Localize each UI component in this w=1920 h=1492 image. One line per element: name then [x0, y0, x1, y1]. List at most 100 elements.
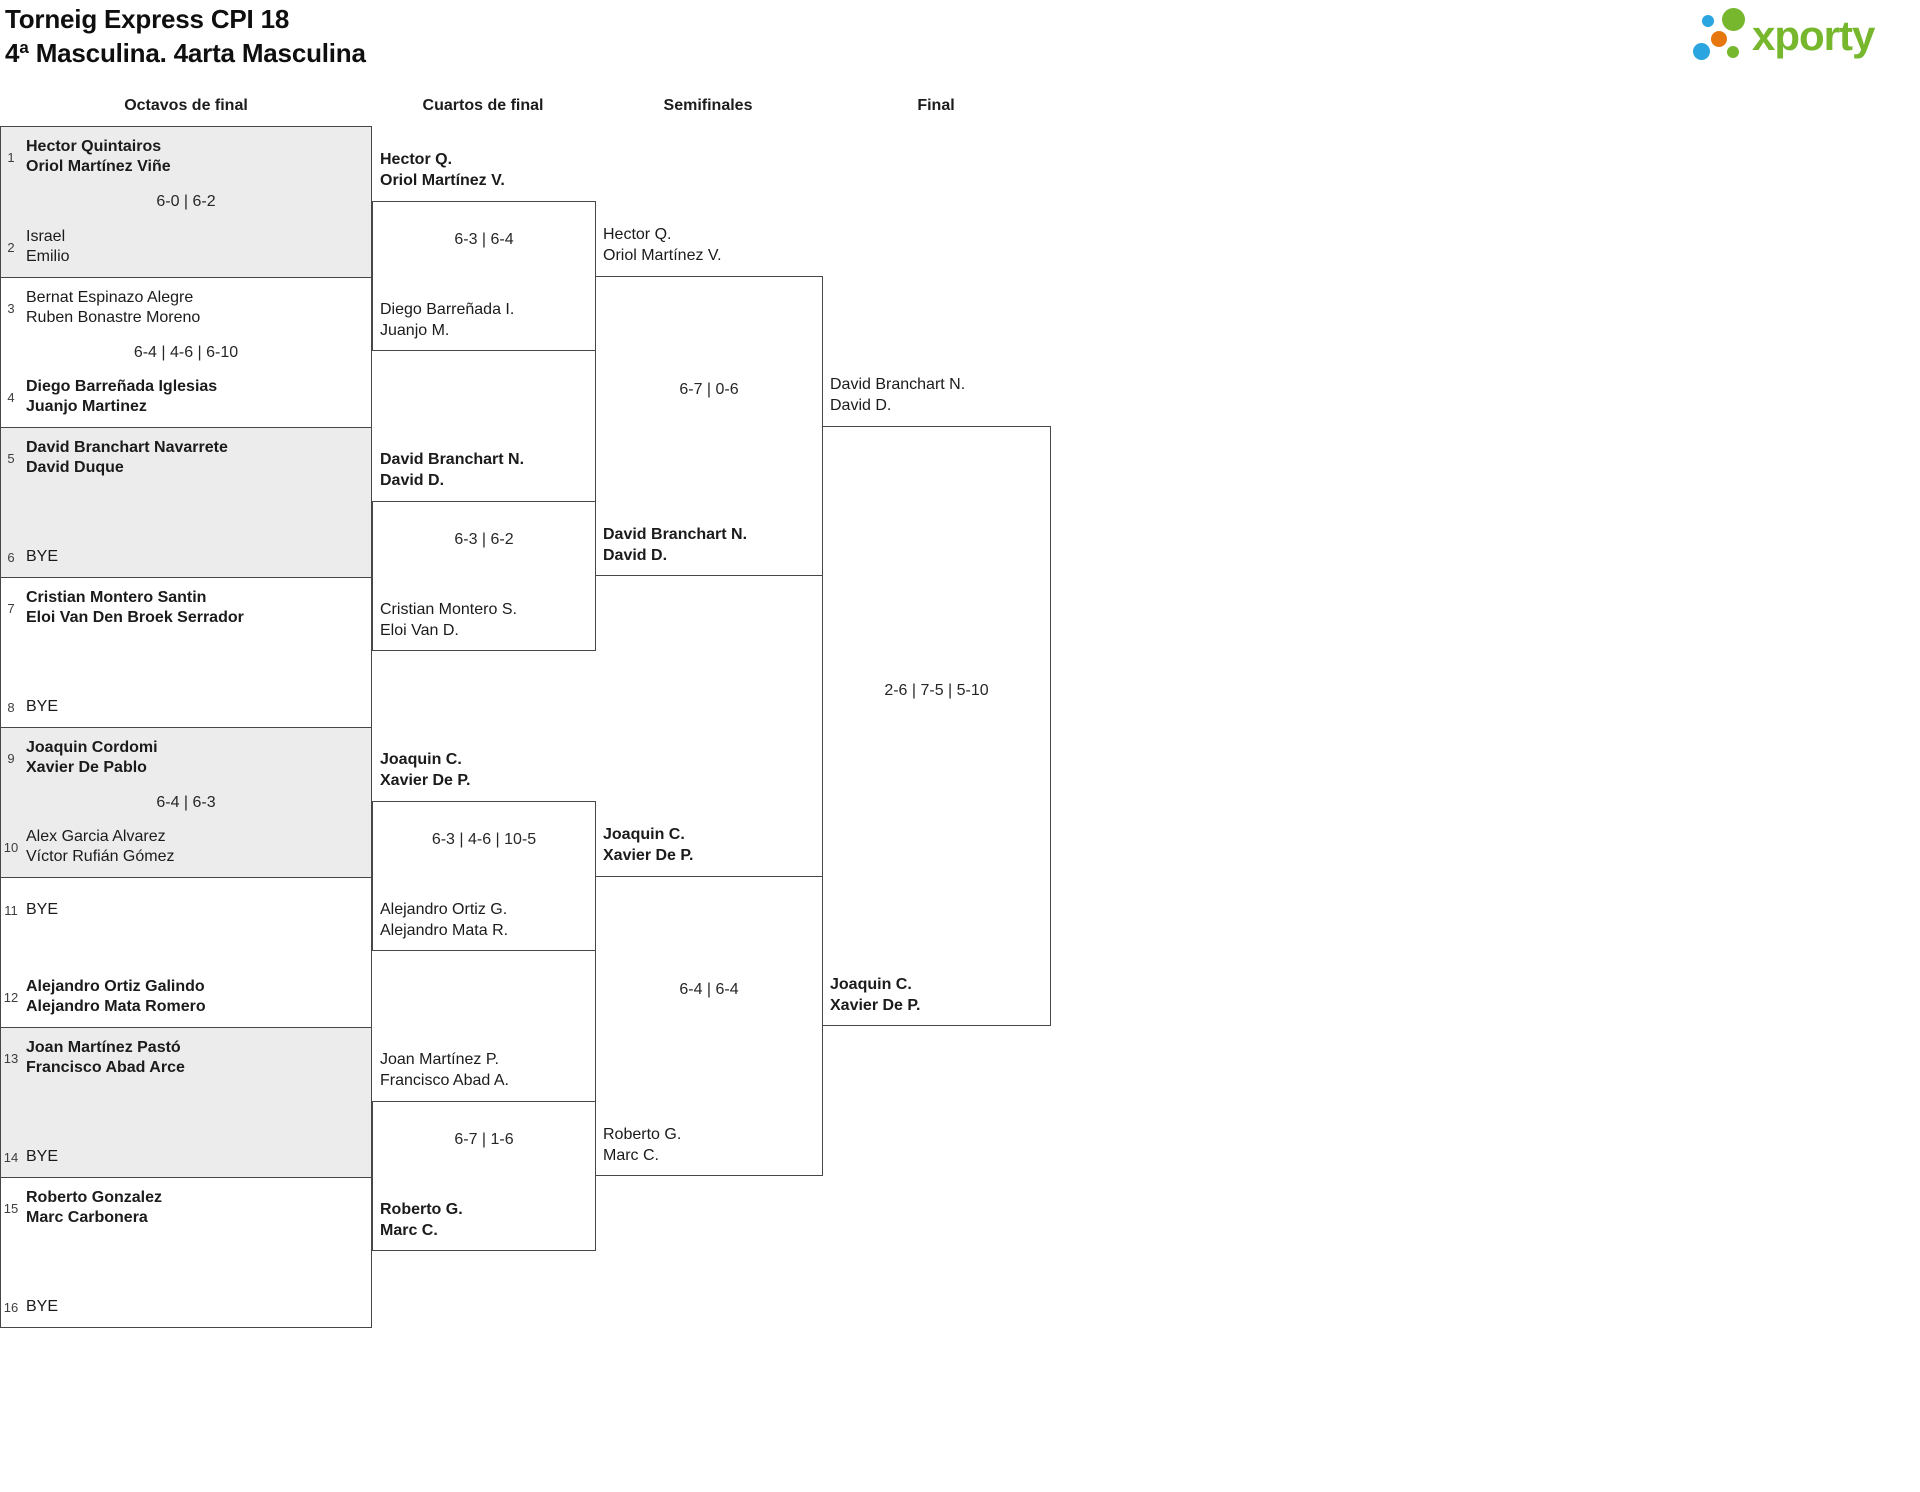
tournament-title: Torneig Express CPI 18: [5, 4, 290, 34]
player-name: Víctor Rufián Gómez: [26, 848, 175, 865]
player-name: Roberto Gonzalez: [26, 1189, 163, 1206]
player-name: Joan Martínez P.: [380, 1051, 499, 1068]
match-score: 6-0 | 6-2: [156, 193, 216, 210]
player-name: Emilio: [26, 248, 70, 265]
team-names: BYE: [26, 547, 58, 567]
seed-number: 15: [3, 1200, 19, 1216]
sf2-team-bottom: Roberto G. Marc C.: [603, 1124, 681, 1166]
sf2-team-top: Joaquin C. Xavier De P.: [603, 824, 693, 866]
match-final-box: [822, 426, 1051, 1026]
player-name: Xavier De P.: [830, 997, 921, 1014]
player-name: Alex Garcia Alvarez: [26, 828, 166, 845]
round-header-semifinales: Semifinales: [663, 97, 753, 114]
team-slot: 8 BYE: [1, 697, 58, 717]
seed-number: 12: [3, 989, 19, 1005]
final-team-top: David Branchart N. David D.: [830, 374, 965, 416]
player-name: Ruben Bonastre Moreno: [26, 309, 201, 326]
player-name: Marc Carbonera: [26, 1209, 148, 1226]
team-names: Bernat Espinazo Alegre Ruben Bonastre Mo…: [26, 288, 200, 328]
team-names: BYE: [26, 697, 58, 717]
xporty-logo[interactable]: xporty: [1690, 4, 1915, 74]
seed-number: 5: [7, 450, 15, 466]
match-r16-1: 1 Hector Quintairos Oriol Martínez Viñe …: [1, 127, 371, 277]
team-names: Joan Martínez Pastó Francisco Abad Arce: [26, 1038, 185, 1078]
sf1-team-bottom: David Branchart N. David D.: [603, 524, 747, 566]
match-score: 6-3 | 6-2: [454, 531, 514, 548]
sf1-team-top: Hector Q. Oriol Martínez V.: [603, 224, 722, 266]
seed-number: 1: [7, 149, 15, 165]
team-slot: 10 Alex Garcia Alvarez Víctor Rufián Góm…: [1, 827, 175, 867]
seed-number: 4: [7, 389, 15, 405]
player-name: Juanjo M.: [380, 322, 450, 339]
player-name: Alejandro Ortiz G.: [380, 901, 508, 918]
round1-column: 1 Hector Quintairos Oriol Martínez Viñe …: [0, 126, 372, 1328]
player-name: Israel: [26, 228, 66, 245]
match-qf-4-box: [372, 1101, 596, 1251]
logo-dot-blue-large-icon: [1693, 43, 1710, 60]
logo-dot-blue-small-icon: [1702, 15, 1714, 27]
player-name: Francisco Abad Arce: [26, 1059, 185, 1076]
team-slot: 5 David Branchart Navarrete David Duque: [1, 438, 228, 478]
player-name: Alejandro Ortiz Galindo: [26, 978, 205, 995]
qf3-team-top: Joaquin C. Xavier De P.: [380, 749, 470, 791]
match-score: 6-7 | 0-6: [679, 381, 739, 398]
seed-number: 14: [3, 1149, 19, 1165]
player-name: BYE: [26, 1148, 59, 1165]
player-name: Oriol Martínez V.: [380, 172, 505, 189]
match-r16-6: 11 BYE 12 Alejandro Ortiz Galindo Alejan…: [1, 877, 371, 1027]
match-score: 6-4 | 6-3: [156, 793, 216, 811]
match-r16-5: 9 Joaquin Cordomi Xavier De Pablo 6-4 | …: [1, 727, 371, 877]
team-slot: 16 BYE: [1, 1297, 58, 1317]
match-score: 6-3 | 4-6 | 10-5: [431, 831, 537, 848]
seed-number: 3: [7, 300, 15, 316]
player-name: Roberto G.: [380, 1201, 463, 1218]
match-score: 6-4 | 6-4: [679, 981, 739, 998]
qf1-team-bottom: Diego Barreñada I. Juanjo M.: [380, 299, 514, 341]
team-names: BYE: [26, 1147, 58, 1167]
qf4-team-top: Joan Martínez P. Francisco Abad A.: [380, 1049, 509, 1091]
player-name: Cristian Montero S.: [380, 601, 517, 618]
player-name: David D.: [830, 397, 892, 414]
player-name: Joaquin Cordomi: [26, 739, 158, 756]
team-names: BYE: [26, 900, 58, 920]
xporty-logo-text: xporty: [1752, 12, 1875, 59]
match-score: 6-3 | 6-4: [454, 231, 514, 248]
player-name: Hector Q.: [380, 151, 453, 168]
seed-number: 7: [7, 600, 15, 616]
player-name: Bernat Espinazo Alegre: [26, 289, 194, 306]
player-name: David Duque: [26, 459, 124, 476]
player-name: David D.: [603, 547, 668, 564]
match-r16-7: 13 Joan Martínez Pastó Francisco Abad Ar…: [1, 1027, 371, 1177]
seed-number: 13: [3, 1050, 19, 1066]
seed-number: 9: [7, 750, 15, 766]
player-name: Cristian Montero Santin: [26, 589, 207, 606]
player-name: Eloi Van Den Broek Serrador: [26, 609, 244, 626]
team-names: Israel Emilio: [26, 227, 70, 267]
player-name: Xavier De P.: [603, 847, 694, 864]
team-slot: 12 Alejandro Ortiz Galindo Alejandro Mat…: [1, 977, 206, 1017]
player-name: BYE: [26, 1298, 59, 1315]
player-name: Francisco Abad A.: [380, 1072, 509, 1089]
player-name: Oriol Martínez Viñe: [26, 158, 171, 175]
player-name: Eloi Van D.: [380, 622, 459, 639]
match-r16-8: 15 Roberto Gonzalez Marc Carbonera 16 BY…: [1, 1177, 371, 1327]
match-score: 2-6 | 7-5 | 5-10: [884, 682, 989, 699]
player-name: BYE: [26, 548, 59, 565]
final-team-bottom: Joaquin C. Xavier De P.: [830, 974, 920, 1016]
player-name: Joan Martínez Pastó: [26, 1039, 181, 1056]
match-qf-2-box: [372, 501, 596, 651]
team-slot: 7 Cristian Montero Santin Eloi Van Den B…: [1, 588, 244, 628]
team-slot: 9 Joaquin Cordomi Xavier De Pablo: [1, 738, 158, 778]
match-r16-3: 5 David Branchart Navarrete David Duque …: [1, 427, 371, 577]
team-slot: 6 BYE: [1, 547, 58, 567]
seed-number: 11: [4, 902, 18, 918]
seed-number: 6: [7, 549, 15, 565]
match-r16-2: 3 Bernat Espinazo Alegre Ruben Bonastre …: [1, 277, 371, 427]
player-name: Hector Q.: [603, 226, 672, 243]
player-name: BYE: [26, 698, 59, 715]
player-name: David Branchart N.: [603, 526, 748, 543]
player-name: David Branchart N.: [830, 376, 966, 393]
team-slot: 4 Diego Barreñada Iglesias Juanjo Martin…: [1, 377, 217, 417]
logo-dot-orange-icon: [1711, 31, 1727, 47]
team-names: Roberto Gonzalez Marc Carbonera: [26, 1188, 162, 1228]
